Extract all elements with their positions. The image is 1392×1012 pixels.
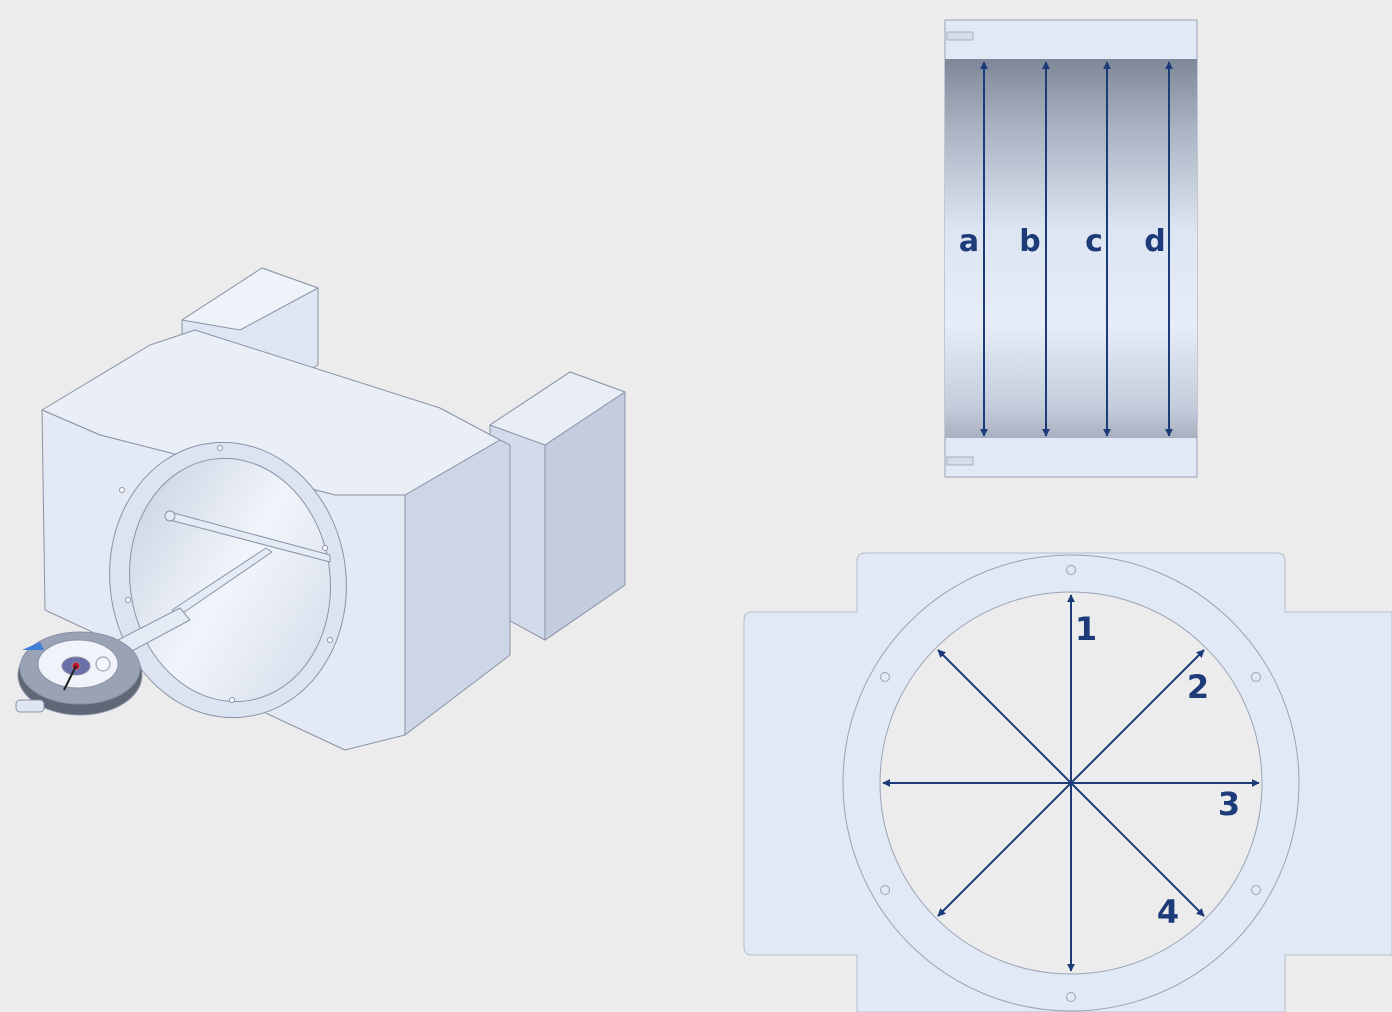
front-view: 1 2 3 4	[743, 552, 1392, 1012]
housing-back-block-top	[181, 267, 319, 331]
label-2: 2	[1187, 668, 1209, 706]
label-1: 1	[1075, 610, 1097, 648]
label-a: a	[959, 224, 979, 259]
label-b: b	[1019, 224, 1040, 259]
side-view-slot-bottom	[946, 456, 974, 466]
isometric-housing	[15, 267, 626, 751]
front-view-bolt-holes	[880, 565, 1261, 1002]
side-view: a b c d	[944, 19, 1198, 478]
dial-gauge-icon	[15, 631, 143, 716]
label-4: 4	[1157, 893, 1179, 931]
label-c: c	[1085, 224, 1103, 259]
side-view-arrows	[980, 61, 1173, 437]
housing-right-block-face	[544, 391, 626, 641]
housing-right-face	[404, 439, 511, 736]
bore-gauge-rod	[117, 510, 331, 653]
label-d: d	[1144, 224, 1165, 259]
side-view-slot-top	[946, 31, 974, 41]
front-view-arrows	[882, 594, 1260, 972]
arrow-4	[937, 649, 1205, 917]
label-3: 3	[1218, 785, 1240, 823]
flange-bolt-holes	[119, 445, 333, 703]
